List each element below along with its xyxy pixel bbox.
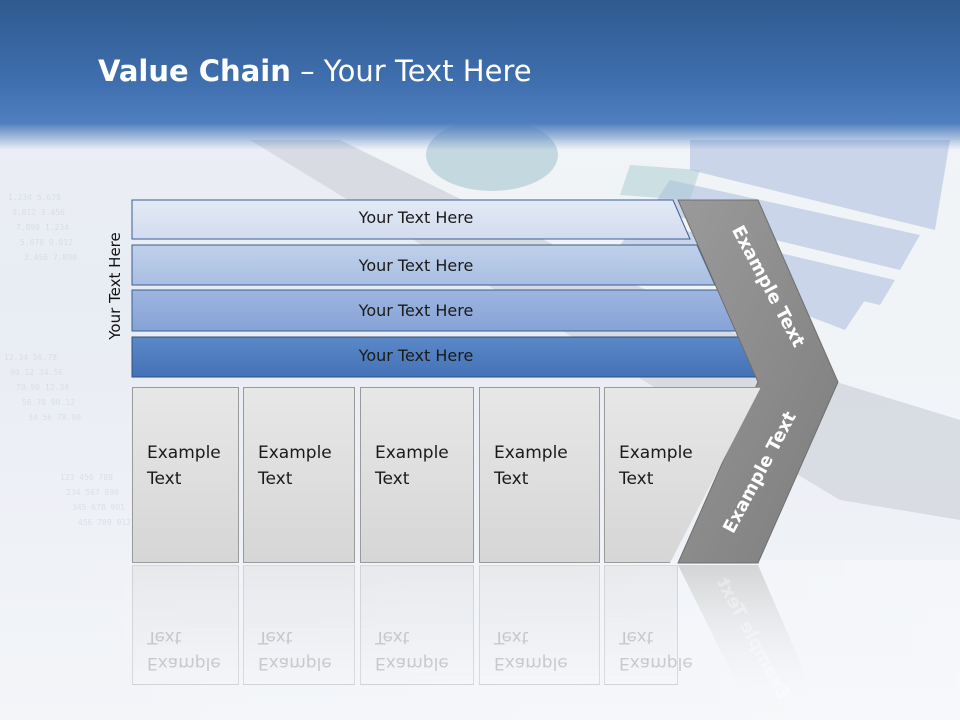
box-1-reflection-line1: Example bbox=[147, 653, 221, 673]
title-bold: Value Chain bbox=[98, 54, 291, 88]
svg-text:3.456 7.890: 3.456 7.890 bbox=[24, 253, 77, 262]
box-4-reflection-line2: Text bbox=[494, 627, 529, 647]
box-2-line2: Text bbox=[258, 469, 293, 489]
title-rest: – Your Text Here bbox=[290, 54, 532, 88]
svg-text:345 678 901: 345 678 901 bbox=[72, 503, 125, 512]
chevron-arrow bbox=[677, 199, 839, 564]
box-5-reflection: Example Text bbox=[604, 565, 693, 685]
chevron-reflection bbox=[678, 565, 808, 690]
box-3-reflection-line2: Text bbox=[375, 627, 410, 647]
box-2-line1: Example bbox=[258, 443, 332, 463]
svg-text:78.90 12.34: 78.90 12.34 bbox=[16, 383, 69, 392]
svg-text:12.34 56.78: 12.34 56.78 bbox=[4, 353, 57, 362]
svg-text:5.678 9.012: 5.678 9.012 bbox=[20, 238, 73, 247]
svg-text:9.012 3.456: 9.012 3.456 bbox=[12, 208, 65, 217]
bar-1-label: Your Text Here bbox=[358, 208, 474, 227]
box-3-reflection: Example Text bbox=[360, 565, 474, 685]
bar-2-label: Your Text Here bbox=[358, 256, 474, 275]
box-5-reflection-line1: Example bbox=[619, 653, 693, 673]
header-band bbox=[0, 0, 960, 150]
svg-text:1.234 5.678: 1.234 5.678 bbox=[8, 193, 61, 202]
box-2-reflection-line1: Example bbox=[258, 653, 332, 673]
box-4-line2: Text bbox=[494, 469, 529, 489]
box-1-line2: Text bbox=[147, 469, 182, 489]
bar-1 bbox=[131, 199, 691, 240]
svg-text:456 789 012: 456 789 012 bbox=[78, 518, 131, 527]
bar-3-label: Your Text Here bbox=[358, 301, 474, 320]
box-4-line1: Example bbox=[494, 443, 568, 463]
box-3-line2: Text bbox=[375, 469, 410, 489]
svg-text:7.890 1.234: 7.890 1.234 bbox=[16, 223, 69, 232]
box-1-line1: Example bbox=[147, 443, 221, 463]
box-5-line1: Example bbox=[619, 443, 693, 463]
bar-4-label: Your Text Here bbox=[358, 346, 474, 365]
box-2-reflection-line2: Text bbox=[258, 627, 293, 647]
box-3-line1: Example bbox=[375, 443, 449, 463]
side-label: Your Text Here bbox=[106, 232, 124, 340]
box-4-reflection-line1: Example bbox=[494, 653, 568, 673]
svg-text:234 567 890: 234 567 890 bbox=[66, 488, 119, 497]
box-2-reflection: Example Text bbox=[243, 565, 355, 685]
box-5-line2: Text bbox=[619, 469, 654, 489]
box-5-reflection-line2: Text bbox=[619, 627, 654, 647]
box-1-reflection-line2: Text bbox=[147, 627, 182, 647]
svg-text:34.56 78.90: 34.56 78.90 bbox=[28, 413, 81, 422]
svg-text:90.12 34.56: 90.12 34.56 bbox=[10, 368, 63, 377]
svg-text:56.78 90.12: 56.78 90.12 bbox=[22, 398, 75, 407]
box-1-reflection: Example Text bbox=[132, 565, 239, 685]
page-title: Value Chain – Your Text Here bbox=[98, 54, 532, 88]
svg-text:123 456 789: 123 456 789 bbox=[60, 473, 113, 482]
box-3-reflection-line1: Example bbox=[375, 653, 449, 673]
box-4-reflection: Example Text bbox=[479, 565, 600, 685]
